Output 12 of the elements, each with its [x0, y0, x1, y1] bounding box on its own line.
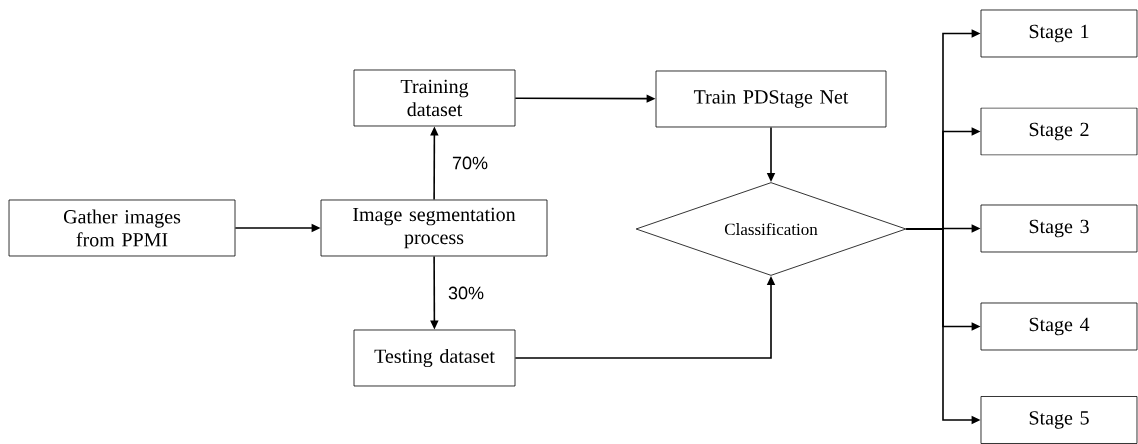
stage-box: Stage 1 [980, 9, 1138, 58]
stage-box: Stage 4 [980, 302, 1138, 351]
process-box: Gather images from PPMI [8, 199, 236, 257]
process-box: Image segmentation process [320, 199, 548, 257]
data-box: Testing dataset [353, 329, 516, 387]
process-box: Train PDStage Net [655, 70, 887, 128]
stage-box: Stage 2 [980, 107, 1138, 156]
edge-label: 70% [451, 155, 489, 171]
edge-label: 30% [447, 285, 485, 301]
stage-box: Stage 3 [980, 204, 1138, 253]
stage-box: Stage 5 [980, 396, 1138, 444]
data-box: Training dataset [353, 69, 516, 127]
